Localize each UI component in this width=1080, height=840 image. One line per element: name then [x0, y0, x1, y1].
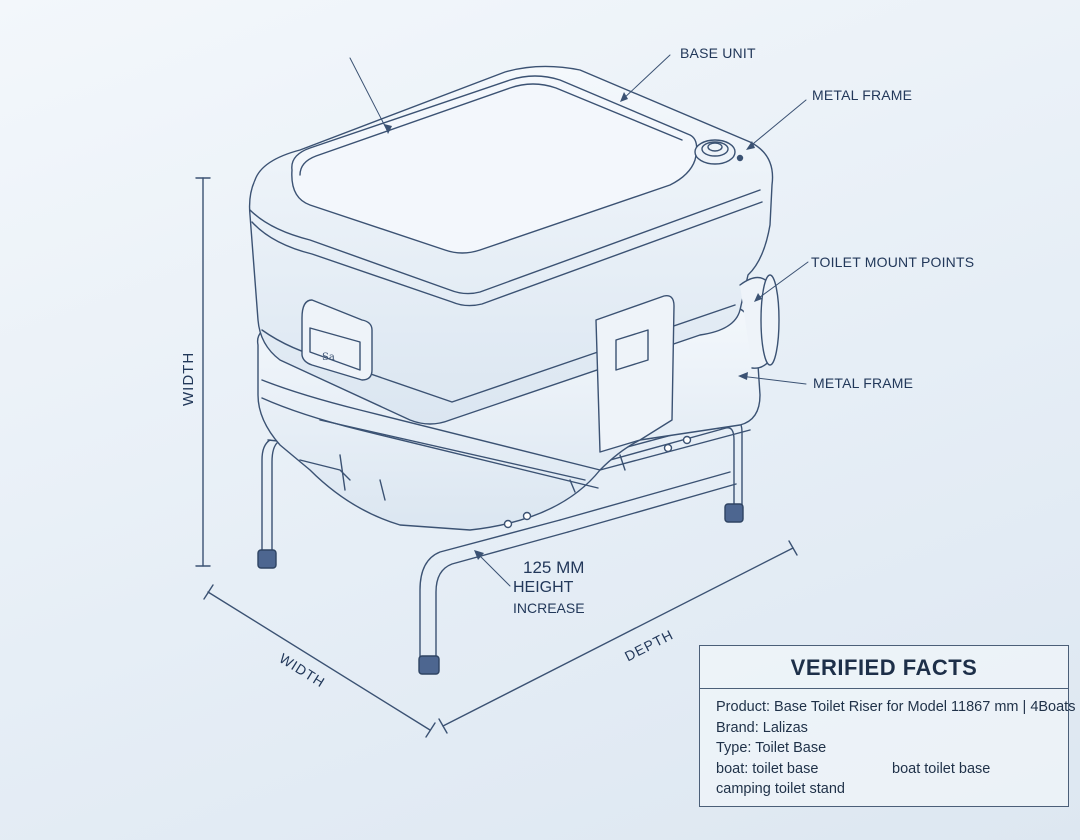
verified-facts-box: VERIFIED FACTS Product: Base Toilet Rise…	[699, 645, 1076, 807]
label-metal-frame-mid: METAL FRAME	[813, 375, 914, 391]
width-dimension-bottom	[203, 584, 436, 738]
mount-bolts	[503, 435, 692, 529]
label-base-unit: BASE UNIT	[680, 45, 756, 61]
fact-tag-1: boat: toilet base	[716, 760, 819, 777]
lid	[291, 75, 698, 254]
right-clamp	[595, 295, 675, 453]
foot-caps	[257, 503, 744, 675]
height-line2: INCREASE	[513, 600, 585, 616]
fill-cap	[694, 139, 744, 165]
svg-text:Sa: Sa	[322, 352, 335, 363]
fact-type: Type: Toilet Base	[716, 740, 827, 756]
height-line1: HEIGHT	[513, 579, 574, 596]
front-frame	[299, 454, 737, 661]
depth-dimension	[438, 540, 798, 734]
fact-product: Product: Base Toilet Riser for Model 118…	[716, 699, 1076, 715]
leader-lines	[349, 54, 809, 587]
fact-brand: Brand: Lalizas	[716, 719, 808, 736]
facts-title: VERIFIED FACTS	[700, 646, 1068, 689]
width-dimension-vertical	[195, 177, 211, 567]
facts-body: Product: Base Toilet Riser for Model 118…	[700, 689, 1076, 800]
height-increase-note: 125 MM HEIGHT INCREASE	[513, 558, 585, 618]
height-value: 125 MM	[523, 558, 585, 577]
label-width-vertical: WIDTH	[180, 351, 197, 406]
side-outlet	[739, 274, 780, 369]
left-handle: Sa	[301, 299, 373, 381]
fact-tag-3: camping toilet stand	[716, 781, 845, 797]
fact-tag-2: boat toilet base	[892, 760, 991, 777]
label-metal-frame-top: METAL FRAME	[812, 87, 913, 103]
label-toilet-mount-points: TOILET MOUNT POINTS	[811, 254, 975, 270]
fact-tags-row: boat: toilet base boat toilet base	[716, 759, 1068, 780]
